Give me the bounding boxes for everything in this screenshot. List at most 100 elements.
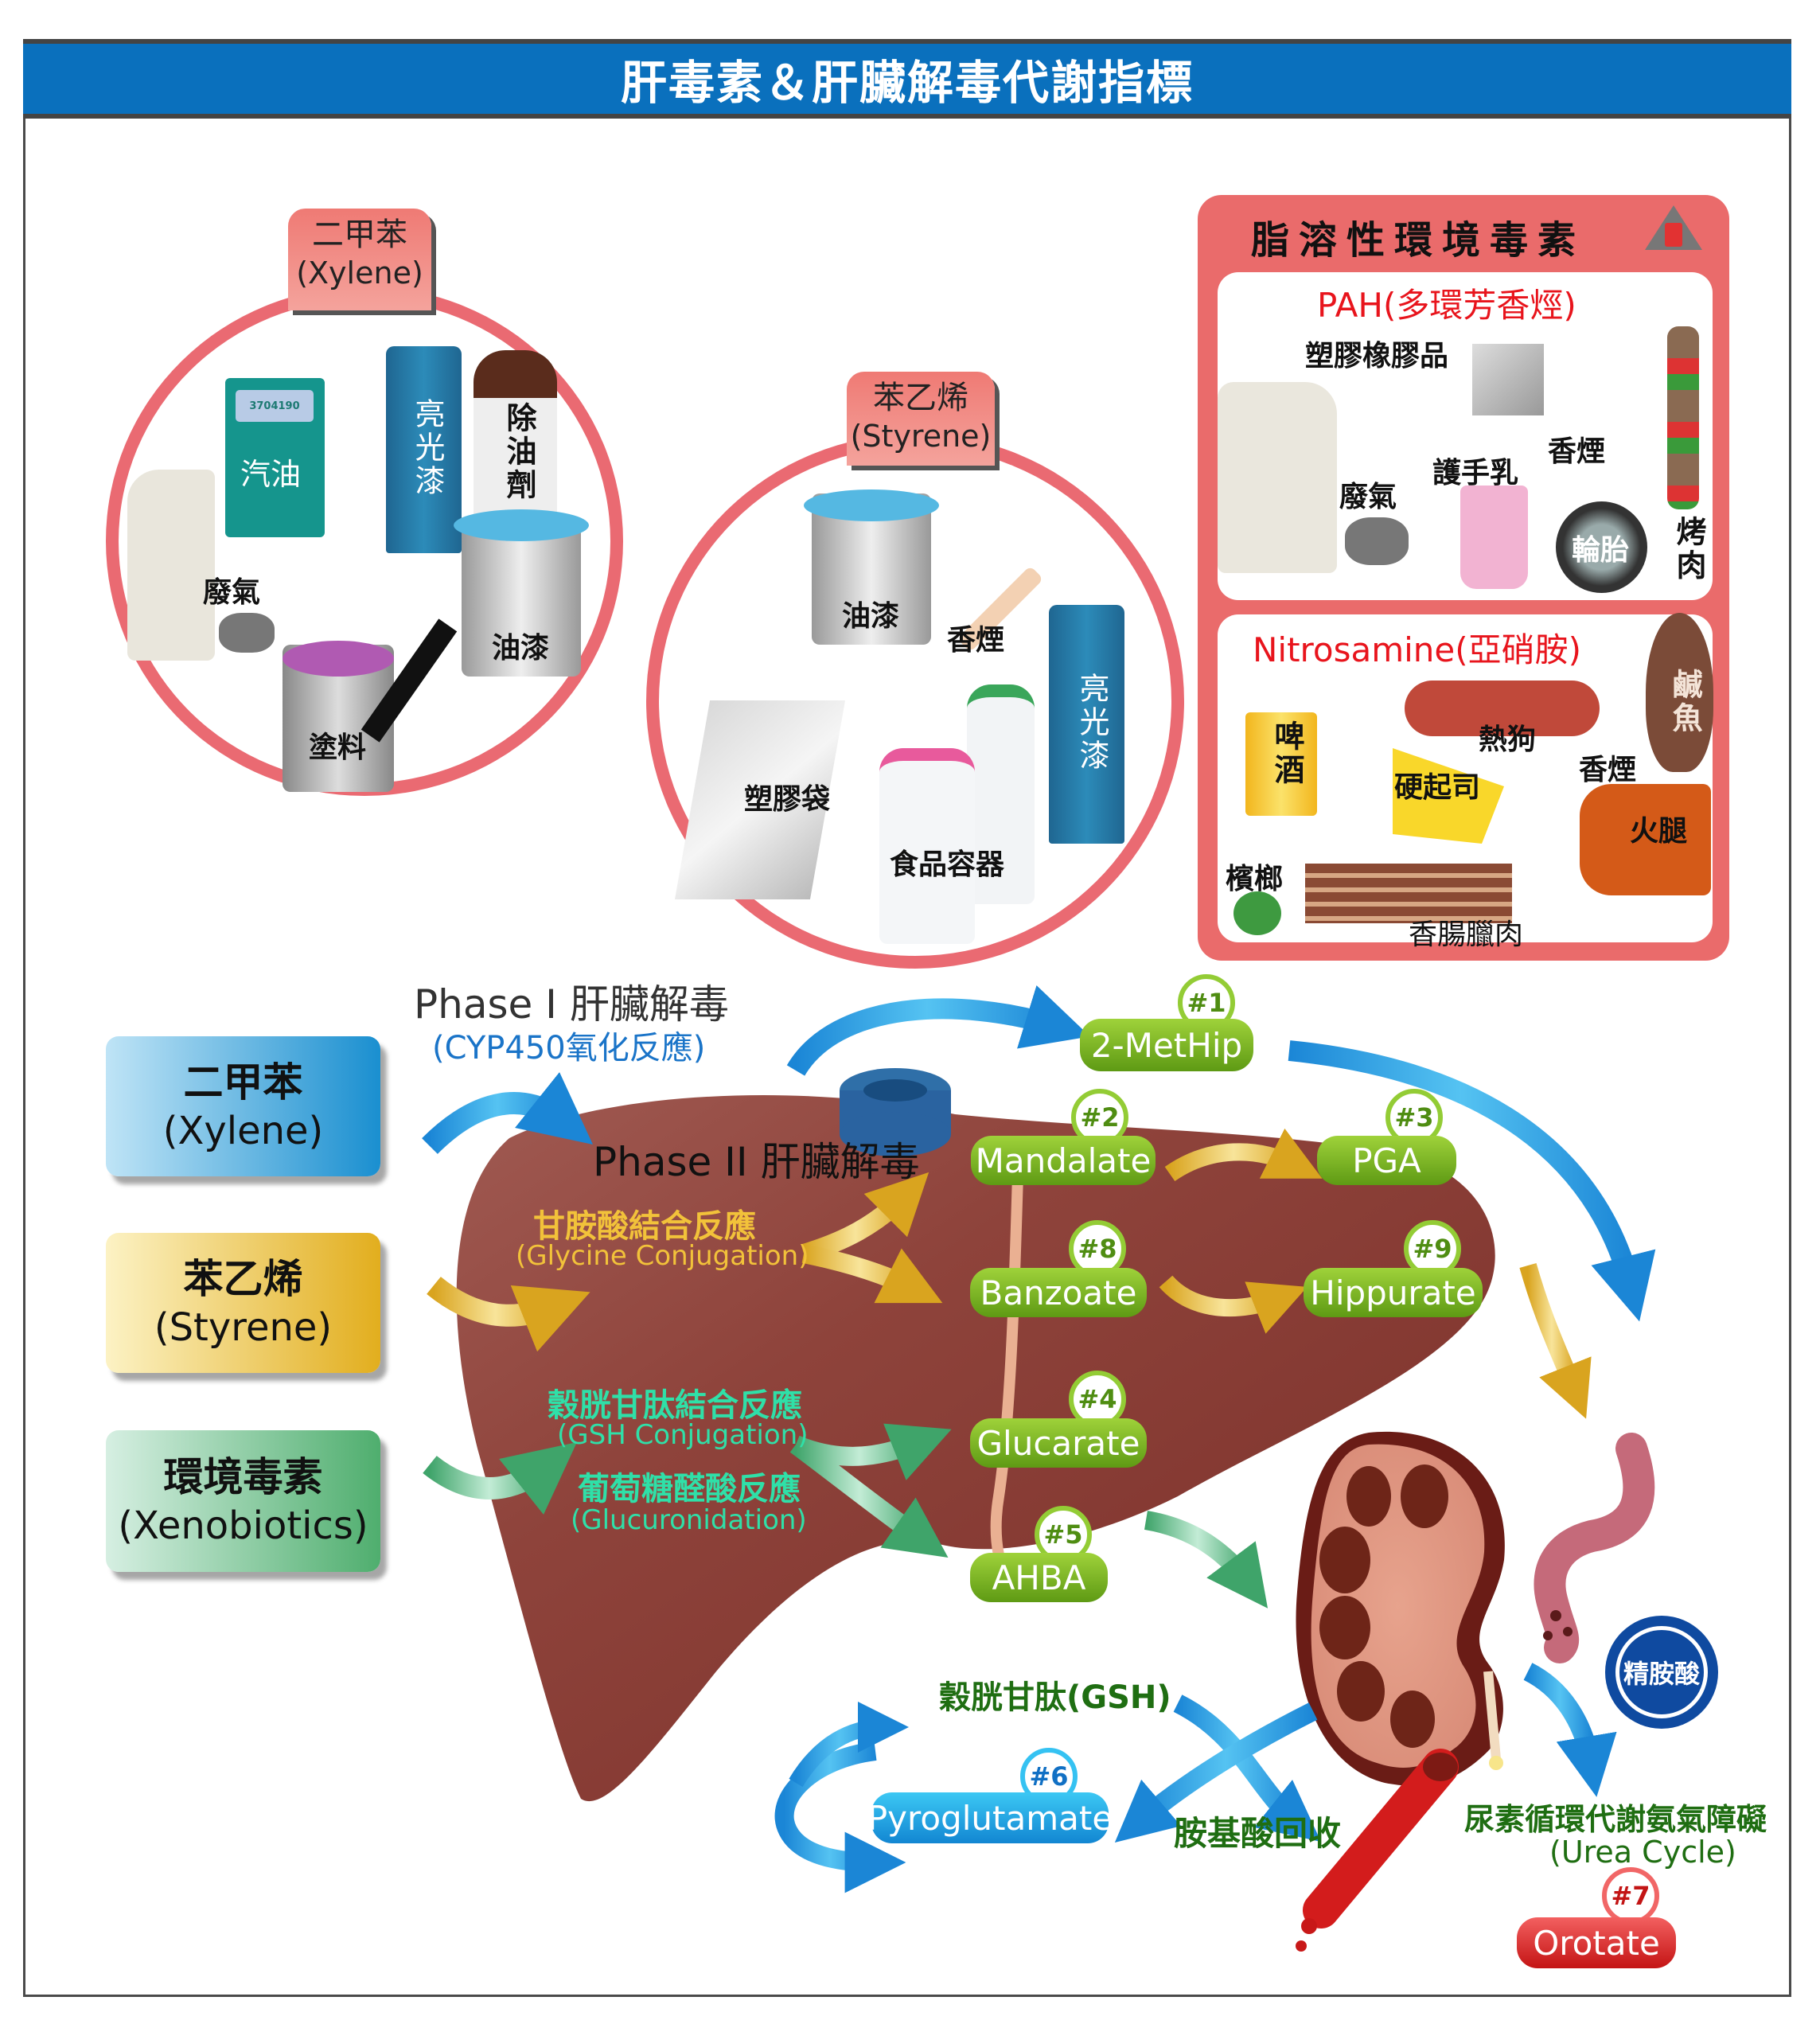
hotdog-icon [1405,681,1600,736]
kidney-illustration [1296,1431,1505,1786]
arrow-xeno-to-liver [423,1442,577,1515]
label-cigarette-pah: 香煙 [1548,435,1606,468]
bottle-icon-short [879,748,975,944]
arginine-badge: 精胺酸 [1605,1616,1718,1729]
marker-pga[interactable]: PGA [1317,1136,1456,1185]
label-degreaser: 除油劑 [501,402,536,502]
source-box-styrene: 苯乙烯 (Styrene) [106,1233,380,1373]
label-paint-xylene: 油漆 [492,632,550,665]
tire-icon [1556,501,1647,593]
glycine-reaction-zh: 甘胺酸結合反應 [533,1208,756,1245]
source-box-xenobiotics: 環境毒素 (Xenobiotics) [106,1430,380,1572]
marker-2-methip[interactable]: 2-MetHip [1080,1019,1253,1071]
marker-banzoate[interactable]: Banzoate [970,1268,1147,1317]
urea-cycle-zh: 尿素循環代謝氨氣障礙 [1464,1802,1767,1837]
marker-glucarate[interactable]: Glucarate [970,1418,1147,1468]
arrow-cross-b [1114,1702,1318,1843]
bbq-skewer-icon [1667,326,1699,509]
gsh-conjugation-en: (GSH Conjugation) [557,1419,809,1451]
marker-hippurate[interactable]: Hippurate [1304,1268,1483,1317]
label-exhaust-xylene: 廢氣 [203,576,261,609]
label-cigarette-styrene: 香煙 [947,624,1005,657]
label-paint-styrene: 油漆 [842,600,900,633]
glucuronidation-zh: 葡萄糖醛酸反應 [578,1471,801,1507]
arrow-phase1-to-methip [786,985,1090,1077]
label-betel-nut: 檳榔 [1226,863,1284,895]
hand-cream-icon [1460,486,1528,589]
coating-can-lid [283,641,394,677]
arrow-glycine-down [801,1244,943,1304]
arrow-banzoate-to-hippurate [1159,1275,1308,1334]
arrow-cross-a [1173,1694,1321,1843]
source-xenobiotics-zh: 環境毒素 [163,1454,323,1500]
label-gasoline: 汽油 [240,457,302,492]
header-bar: 肝毒素＆肝臟解毒代謝指標 [23,39,1791,119]
xylene-tab-en: (Xylene) [296,255,423,291]
label-plastic-bag: 塑膠袋 [744,783,831,816]
source-styrene-zh: 苯乙烯 [183,1256,303,1302]
pah-title: PAH(多環芳香烴) [1317,286,1576,325]
label-varnish: 亮光漆 [410,398,445,498]
phase1-title: Phase I 肝臟解毒 [414,981,729,1028]
label-sausage-cured-meat: 香腸臘肉 [1409,918,1524,951]
styrene-tab-zh: 苯乙烯 [873,380,968,416]
arrow-xylene-to-liver [422,1072,594,1155]
paint-bucket-icon [462,517,581,677]
label-varnish-styrene: 亮光漆 [1074,673,1109,773]
label-food-container: 食品容器 [890,848,1005,881]
label-cigarette-nitro: 香煙 [1579,754,1637,786]
bacon-icon [1305,864,1512,923]
arginine-label: 精胺酸 [1615,1626,1708,1718]
label-coating: 塗料 [309,731,367,764]
source-box-xylene: 二甲苯 (Xylene) [106,1036,380,1176]
label-beer: 啤酒 [1269,720,1304,787]
arrow-cycle-up [789,1702,909,1788]
spray-can-icon [386,346,462,553]
exhaust-smoke-icon [219,613,275,653]
styrene-tab-en: (Styrene) [850,419,992,454]
gsh-conjugation-zh: 穀胱甘肽結合反應 [548,1387,802,1424]
source-styrene-en: (Styrene) [154,1305,333,1350]
spray-can-icon-styrene [1049,605,1124,844]
bucket-lid-styrene [804,489,939,521]
marker-pyroglutamate[interactable]: Pyroglutamate [867,1792,1113,1843]
styrene-circle-tab: 苯乙烯 (Styrene) [847,372,995,466]
marker-mandalate[interactable]: Mandalate [971,1136,1156,1185]
panel-title: 脂溶性環境毒素 [1251,218,1586,263]
marker-badge-7: #7 [1602,1867,1659,1925]
arrow-mandalate-to-pga [1164,1128,1323,1182]
source-xenobiotics-en: (Xenobiotics) [118,1503,368,1548]
arrow-kidney-to-urea [1523,1663,1617,1797]
label-ham: 火腿 [1630,815,1688,848]
gsh-cycle-label: 穀胱甘肽(GSH) [939,1679,1171,1716]
arrow-hippurate-to-kidney [1519,1262,1592,1419]
bottle-label-area [474,398,557,517]
label-hotdog: 熱狗 [1479,723,1537,756]
urea-cycle-en: (Urea Cycle) [1549,1835,1736,1870]
phase2-title: Phase II 肝臟解毒 [593,1139,920,1185]
label-bbq: 烤肉 [1671,516,1706,583]
marker-orotate[interactable]: Orotate [1517,1917,1676,1968]
arrow-cycle-left [774,1741,906,1893]
bucket-lid [454,509,589,541]
label-tire: 輪胎 [1572,534,1630,567]
nitrosamine-title: Nitrosamine(亞硝胺) [1253,630,1582,669]
exhaust-smoke-icon-pah [1345,517,1409,565]
blood-vessel-illustration [1303,1749,1459,1928]
label-hard-cheese: 硬起司 [1394,771,1481,804]
marker-ahba[interactable]: AHBA [970,1553,1108,1602]
salted-fish-icon [1646,613,1713,772]
bottle-icon-tall [967,684,1035,904]
label-plastics-rubber: 塑膠橡膠品 [1305,340,1449,372]
glycine-reaction-en: (Glycine Conjugation) [516,1240,809,1272]
label-exhaust-pah: 廢氣 [1339,481,1397,513]
arrow-gsh-to-ahba [789,1437,949,1558]
arrow-methip-to-kidney [1288,1040,1656,1322]
warning-icon-mark [1665,223,1682,247]
source-xylene-zh: 二甲苯 [183,1059,303,1106]
phase1-subtitle: (CYP450氧化反應) [432,1030,706,1067]
ham-icon [1580,784,1711,895]
label-salted-fish: 鹹魚 [1667,669,1702,735]
van-icon [127,470,215,661]
amino-acid-recycle-label: 胺基酸回收 [1174,1814,1342,1853]
